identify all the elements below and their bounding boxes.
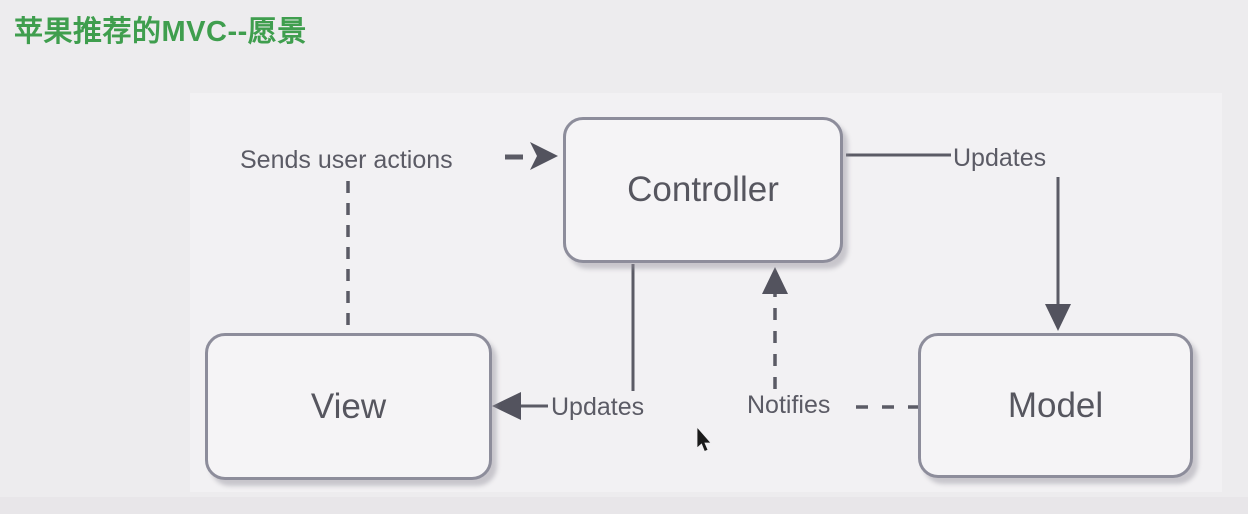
edge-label-updates-model: Updates [953,144,1047,172]
edge-label-updates-view: Updates [551,393,645,421]
edge-label-notifies: Notifies [747,391,831,419]
node-view-label: View [310,386,387,426]
node-controller-label: Controller [627,170,779,209]
slide-title: 苹果推荐的MVC--愿景 [14,16,307,48]
edge-label-sends-user-actions: Sends user actions [240,146,453,174]
node-controller: Controller [563,117,843,263]
node-model: Model [918,333,1193,478]
slide-bottom-edge [0,497,1248,514]
node-model-label: Model [1007,385,1104,425]
node-view: View [205,333,492,480]
